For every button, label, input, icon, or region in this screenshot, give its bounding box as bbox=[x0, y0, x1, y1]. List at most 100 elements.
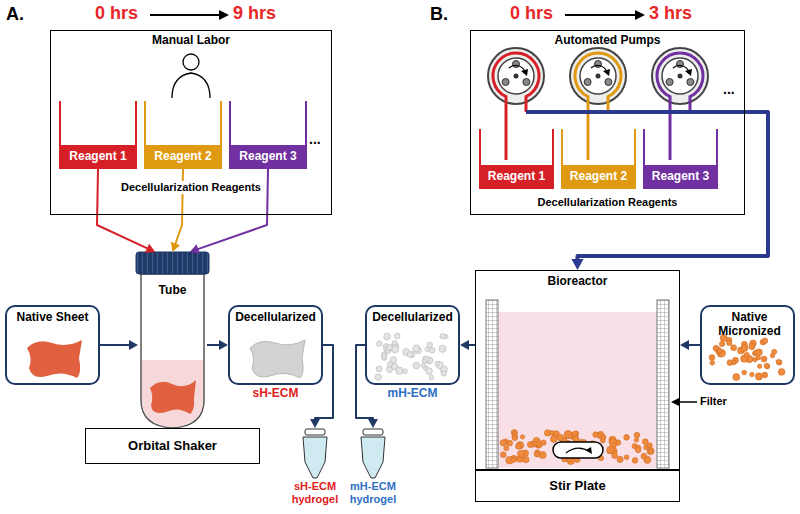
particle bbox=[516, 443, 522, 449]
person-icon bbox=[172, 54, 210, 98]
pump-rotor bbox=[498, 58, 534, 94]
time-arrow bbox=[565, 14, 636, 16]
shaker-plate: Orbital Shaker bbox=[85, 428, 260, 464]
decell-sheet-drawing bbox=[250, 340, 305, 378]
vial-cap bbox=[363, 429, 383, 435]
node-note: mH-ECM bbox=[367, 387, 458, 401]
particle bbox=[727, 360, 733, 366]
particle bbox=[744, 352, 749, 357]
particle bbox=[607, 446, 614, 453]
particle bbox=[727, 340, 732, 345]
connector-arrow bbox=[460, 340, 475, 350]
reagent-container: Reagent 2 bbox=[144, 101, 222, 169]
particle bbox=[617, 456, 623, 462]
particle bbox=[376, 366, 382, 372]
particle bbox=[777, 360, 782, 365]
reagent-container: Reagent 3 bbox=[229, 101, 307, 169]
arrow-head bbox=[145, 244, 155, 253]
particle bbox=[644, 445, 649, 450]
particle bbox=[520, 435, 524, 439]
particle bbox=[642, 439, 648, 445]
particle bbox=[516, 442, 523, 449]
particle bbox=[710, 360, 715, 365]
particle bbox=[396, 367, 404, 375]
particle bbox=[435, 361, 439, 365]
particle bbox=[648, 449, 653, 454]
panel-box: Manual Labor...Decellularization Reagent… bbox=[50, 30, 332, 215]
arrow-head bbox=[685, 69, 692, 76]
particle bbox=[632, 458, 638, 464]
particle bbox=[756, 355, 761, 360]
particle bbox=[772, 349, 777, 354]
particle bbox=[427, 342, 433, 348]
particle bbox=[377, 341, 382, 346]
particle bbox=[733, 374, 740, 381]
particle bbox=[564, 431, 572, 439]
node-label: Bioreactor bbox=[476, 275, 679, 289]
stir-arrow bbox=[566, 448, 590, 453]
node-label: Reagent 3 bbox=[645, 165, 716, 187]
particle bbox=[386, 345, 392, 351]
node-note: Decellularization Reagents bbox=[535, 196, 681, 209]
particle bbox=[776, 359, 781, 364]
particle bbox=[535, 452, 540, 457]
particle bbox=[624, 455, 629, 460]
panel-letter: B. bbox=[430, 4, 448, 25]
node-label: Automated Pumps bbox=[471, 34, 744, 48]
node-label: Tube bbox=[138, 284, 207, 298]
particle bbox=[511, 455, 517, 461]
arrow-head bbox=[460, 340, 469, 350]
tube-body bbox=[141, 274, 204, 428]
sample-box: DecellularizedmH-ECM bbox=[365, 305, 460, 385]
panel-box: Automated Pumps... Decellularization Reag… bbox=[470, 30, 745, 215]
person-body bbox=[172, 73, 210, 98]
particle bbox=[750, 372, 754, 376]
particle bbox=[549, 431, 554, 436]
particle bbox=[641, 453, 647, 459]
particle bbox=[441, 371, 446, 376]
particle bbox=[778, 369, 785, 376]
particle bbox=[764, 363, 769, 368]
particle bbox=[518, 450, 525, 457]
particle bbox=[541, 440, 546, 445]
reagent-container: Reagent 1 bbox=[479, 129, 554, 189]
pump-housing bbox=[652, 48, 708, 104]
particle bbox=[539, 451, 546, 458]
vial bbox=[361, 429, 385, 478]
particle bbox=[573, 436, 579, 442]
particle bbox=[523, 456, 529, 462]
reagent-container: Reagent 3 bbox=[643, 129, 718, 189]
connector-arrow bbox=[680, 340, 700, 350]
particle bbox=[429, 348, 435, 354]
vial-body bbox=[303, 437, 327, 478]
particle bbox=[762, 338, 768, 344]
arrow-head bbox=[603, 69, 610, 76]
particle bbox=[394, 333, 400, 339]
node-note: sH-ECM bbox=[230, 387, 321, 401]
particle bbox=[534, 452, 539, 457]
particle bbox=[762, 372, 768, 378]
pump-housing bbox=[488, 48, 544, 104]
particle bbox=[500, 440, 506, 446]
particle bbox=[718, 349, 723, 354]
particle bbox=[513, 436, 518, 441]
node-note: ... bbox=[723, 81, 735, 97]
stir-bar bbox=[553, 442, 603, 458]
native-sheet-drawing bbox=[27, 340, 82, 378]
particle bbox=[758, 364, 762, 368]
node-label: Stir Plate bbox=[476, 479, 679, 494]
particle bbox=[624, 435, 630, 441]
particle bbox=[634, 432, 640, 438]
tube-drawing bbox=[136, 252, 209, 428]
particle bbox=[421, 363, 425, 367]
arrow-head bbox=[586, 447, 592, 454]
pump-roller bbox=[605, 79, 612, 86]
time-label: 9 hrs bbox=[233, 3, 276, 24]
particle bbox=[719, 341, 724, 346]
bioreactor-medium bbox=[498, 312, 657, 468]
sample-box: Native Micronized bbox=[700, 305, 795, 385]
arrow-head bbox=[635, 10, 645, 20]
particle bbox=[382, 355, 386, 359]
